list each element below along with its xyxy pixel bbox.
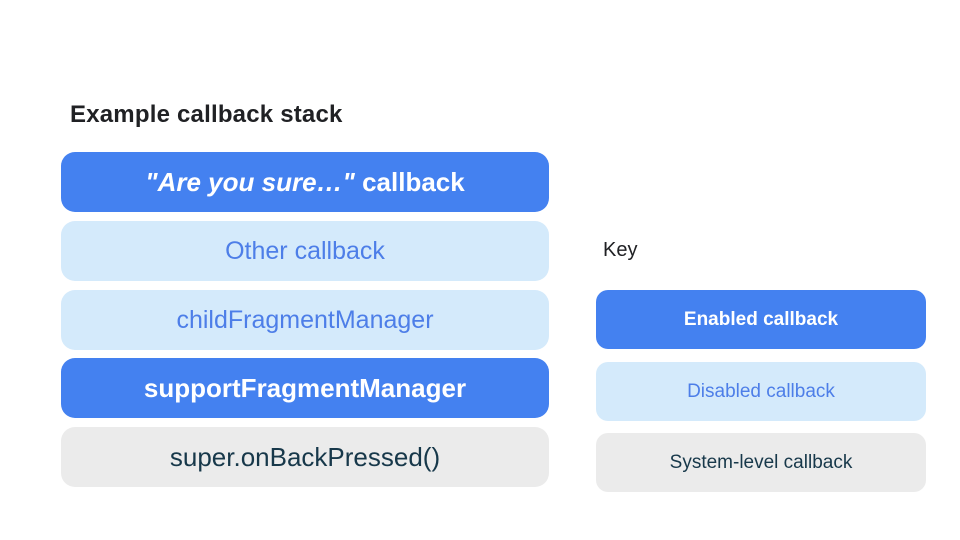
- stack-bar-child-fragment-manager: childFragmentManager: [61, 290, 549, 350]
- stack-bar-super-on-back-pressed: super.onBackPressed(): [61, 427, 549, 487]
- stack-bar-label: Other callback: [225, 236, 385, 265]
- stack-bar-label: supportFragmentManager: [143, 372, 467, 403]
- key-item-label: System-level callback: [669, 451, 853, 473]
- stack-bar-label-rest: callback: [354, 166, 465, 197]
- key-item-disabled-callback: Disabled callback: [596, 362, 926, 421]
- key-heading: Key: [603, 239, 638, 261]
- stack-bar-other-callback: Other callback: [61, 221, 549, 281]
- stack-bar-label: super.onBackPressed(): [169, 441, 441, 472]
- key-item-label: Disabled callback: [687, 380, 835, 402]
- key-item-enabled-callback: Enabled callback: [596, 290, 926, 349]
- key-item-system-level-callback: System-level callback: [596, 433, 926, 492]
- diagram-title: Example callback stack: [70, 101, 343, 128]
- stack-bar-label: "Are you sure…" callback: [145, 167, 464, 198]
- stack-bar-label-quoted: "Are you sure…": [145, 166, 355, 197]
- stack-bar-support-fragment-manager: supportFragmentManager: [61, 358, 549, 418]
- stack-bar-are-you-sure-callback: "Are you sure…" callback: [61, 152, 549, 212]
- key-item-label: Enabled callback: [683, 308, 839, 330]
- stack-bar-label: childFragmentManager: [176, 305, 434, 334]
